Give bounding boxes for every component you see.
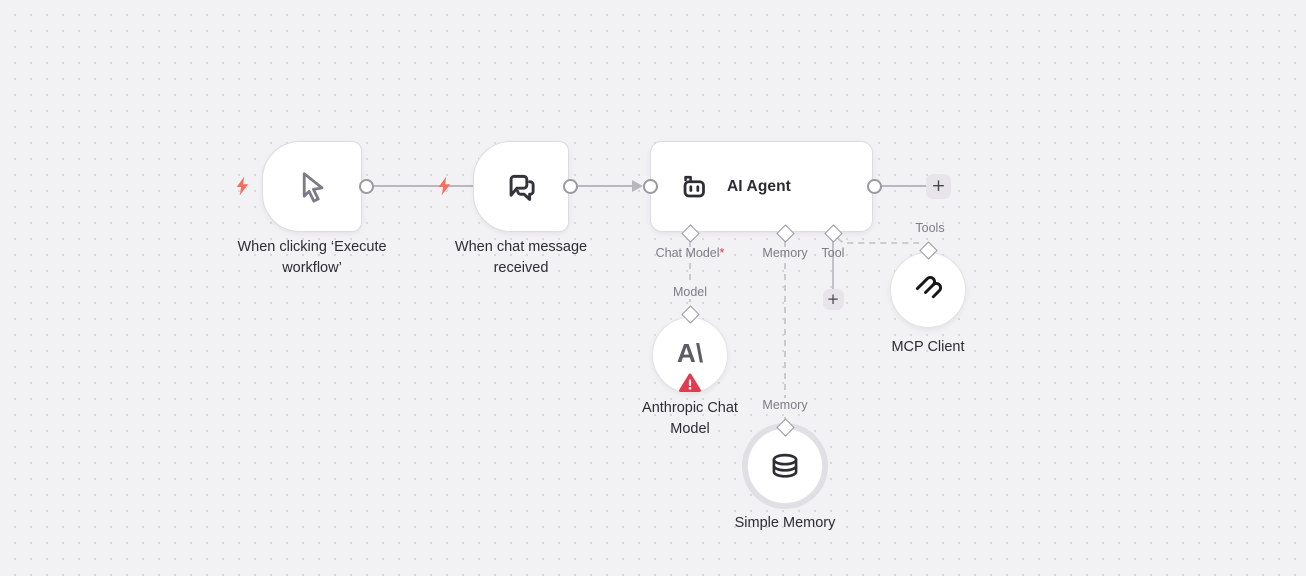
wire-arrowhead (632, 180, 643, 192)
chat-bubbles-icon (509, 174, 535, 201)
database-icon (772, 453, 798, 478)
node-ai-agent[interactable]: AI Agent (650, 141, 873, 232)
sub-port-label-memory: Memory (759, 398, 811, 412)
sub-port-label-model: Model (669, 285, 711, 299)
node-chat-trigger[interactable] (473, 141, 569, 232)
port-label-chat-model: Chat Model* (656, 246, 725, 260)
output-port-manual-trigger[interactable] (358, 178, 374, 194)
mcp-logo-icon (915, 276, 942, 299)
required-marker: * (719, 246, 725, 260)
node-title-ai-agent: AI Agent (727, 177, 791, 195)
node-mcp-client[interactable] (890, 252, 966, 328)
add-node-button[interactable]: + (926, 173, 951, 199)
robot-icon (683, 175, 705, 197)
node-manual-trigger[interactable] (262, 141, 362, 232)
add-tool-button[interactable]: + (822, 289, 844, 310)
anthropic-logo-icon: A\ (677, 338, 704, 368)
node-title-mcp-client: MCP Client (891, 339, 965, 355)
node-title-anthropic: Anthropic Chat Model (642, 400, 738, 437)
node-title-chat-trigger: When chat message received (454, 239, 588, 276)
port-label-memory: Memory (762, 246, 808, 260)
trigger-bolt-icon (438, 176, 451, 196)
node-simple-memory[interactable] (747, 428, 823, 504)
node-title-manual-trigger: When clicking ‘Execute workflow’ (237, 239, 387, 276)
wire-tool-mcp (837, 237, 919, 244)
mouse-pointer-icon (302, 171, 324, 202)
node-anthropic-chat-model[interactable]: A\ (652, 317, 728, 393)
output-port-ai-agent[interactable] (866, 178, 882, 194)
sub-port-label-tools: Tools (915, 221, 945, 235)
node-title-simple-memory: Simple Memory (734, 515, 836, 531)
trigger-bolt-icon (236, 176, 249, 196)
input-port-ai-agent[interactable] (642, 178, 658, 194)
output-port-chat-trigger[interactable] (562, 178, 578, 194)
port-label-tool: Tool (821, 246, 845, 260)
error-warning-icon (679, 373, 701, 392)
port-label-chat-model-text: Chat Model (655, 246, 720, 260)
